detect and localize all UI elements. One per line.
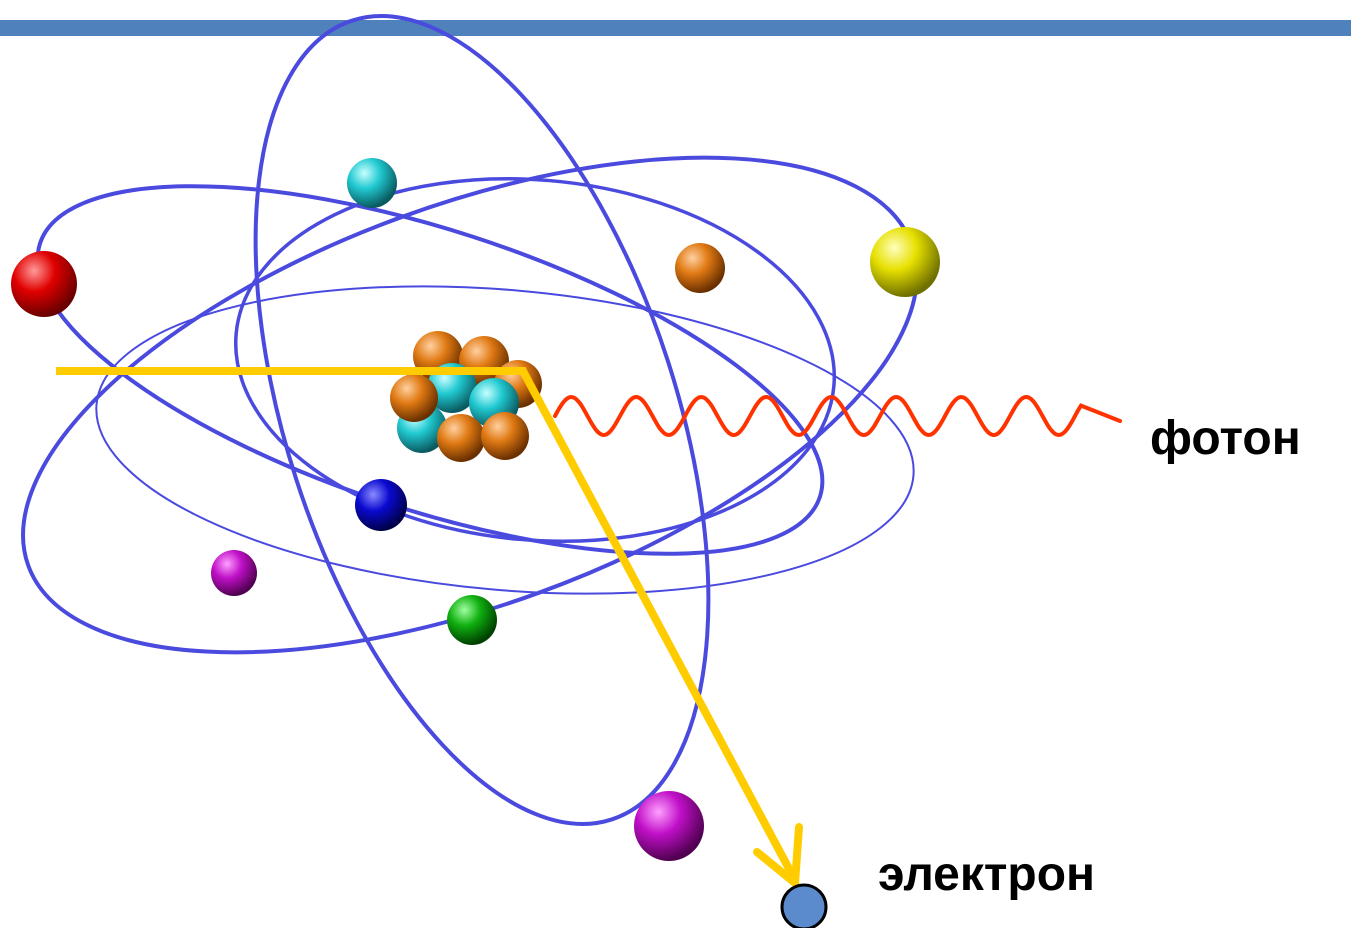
ejected-electron xyxy=(780,883,828,928)
nucleus-proton xyxy=(437,414,485,462)
electron-red xyxy=(11,251,77,317)
nucleus-proton xyxy=(481,412,529,460)
beam-arrowhead xyxy=(753,823,803,891)
nucleus xyxy=(390,331,542,462)
orbit-top-loop xyxy=(233,177,837,543)
electron-green xyxy=(447,595,497,645)
electron-purple-large xyxy=(634,791,704,861)
electron-yellow xyxy=(870,227,940,297)
orbit-thin-inner xyxy=(95,285,915,595)
electrons xyxy=(11,158,940,861)
electron-cyan xyxy=(347,158,397,208)
electron-blue xyxy=(355,479,407,531)
electron-purple-small xyxy=(211,550,257,596)
nucleus-neutron xyxy=(427,363,477,413)
top-bar xyxy=(0,20,1351,36)
electron-label: электрон xyxy=(878,848,1096,901)
orbit-tilted-vertical xyxy=(253,14,711,826)
photon-label: фотон xyxy=(1150,412,1301,465)
nucleus-proton xyxy=(390,374,438,422)
electron-orange xyxy=(675,243,725,293)
incoming-beam xyxy=(56,367,799,882)
photon-wave xyxy=(553,394,1122,438)
